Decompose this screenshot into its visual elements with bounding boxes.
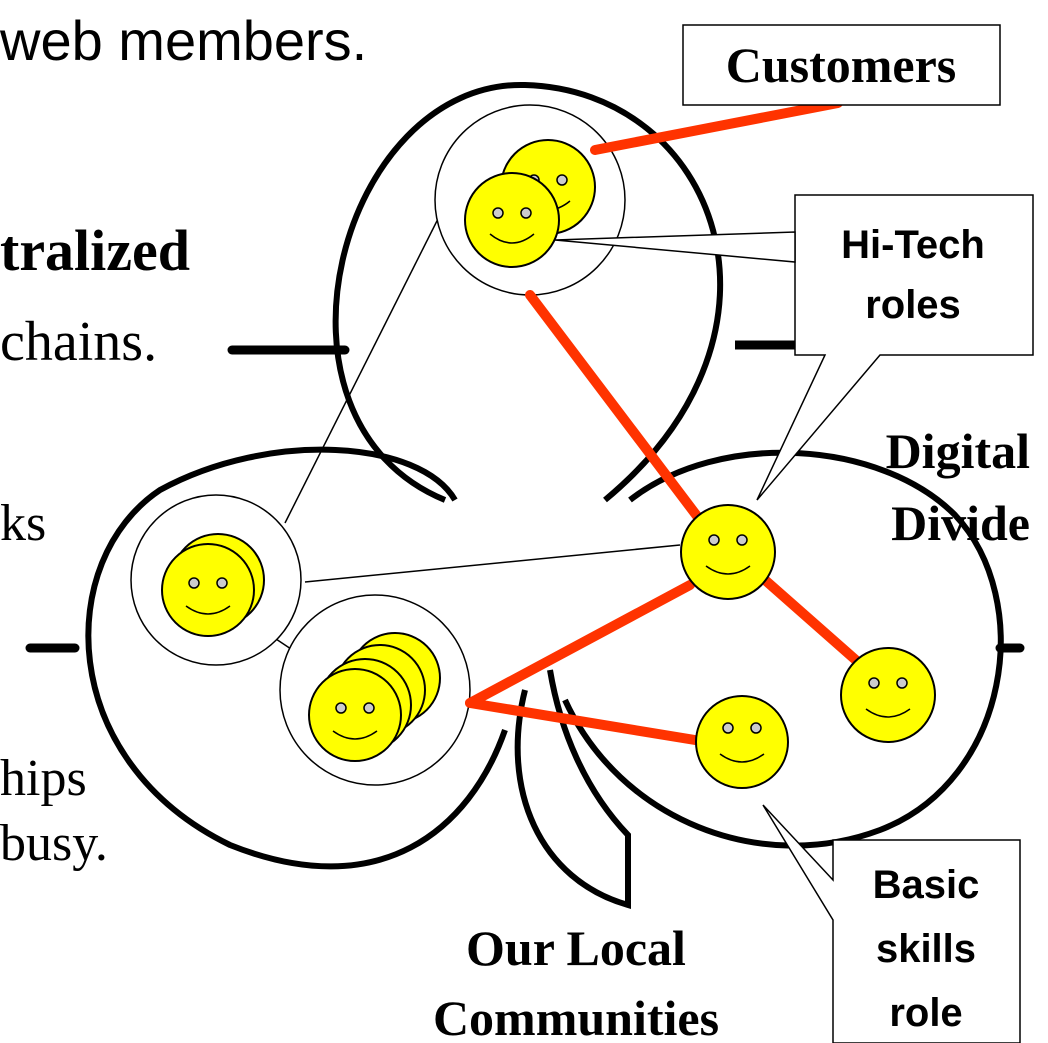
red-link-top-to-hub [525, 290, 705, 525]
communities-line2: Communities [433, 990, 719, 1043]
digital-divide-line1: Digital [886, 423, 1031, 479]
smiley-face-icon [161, 543, 255, 637]
smiley-face-icon-hub [680, 504, 776, 600]
fragment-tralized: tralized [0, 218, 190, 283]
digital-divide-line2: Divide [891, 495, 1030, 551]
red-link-hub-to-right [760, 575, 863, 667]
smiley-face-icon [695, 695, 789, 789]
communities-line1: Our Local [466, 920, 686, 976]
fragment-hips: hips [0, 750, 87, 807]
link-top-to-left [284, 194, 451, 524]
fragment-busy: busy. [0, 815, 108, 872]
link-left-to-center [304, 544, 681, 583]
shamrock-stem [514, 669, 631, 909]
basic-skills-callout: Basic skills role [762, 804, 1021, 1043]
leaf-top [332, 81, 724, 503]
red-links [465, 98, 863, 745]
red-link-customers [590, 98, 843, 155]
red-link-cluster-to-basic [465, 698, 700, 745]
hitech-label-line2: roles [865, 283, 961, 327]
leaf-right [562, 449, 1004, 849]
fragment-chains: chains. [0, 311, 157, 373]
hitech-label-line1: Hi-Tech [841, 223, 985, 267]
basic-label-line2: skills [876, 927, 976, 971]
red-link-hub-to-cluster [465, 580, 695, 708]
hitech-callout: Hi-Tech roles [554, 194, 1034, 501]
basic-label-line3: role [889, 991, 962, 1035]
fragment-web-members: web members. [0, 9, 367, 72]
smiley-face-icon [464, 172, 560, 268]
smiley-faces [161, 139, 936, 789]
customers-callout: Customers [682, 24, 1001, 106]
leaf-left [85, 446, 508, 870]
customers-label: Customers [726, 37, 957, 93]
basic-label-line1: Basic [873, 863, 980, 907]
smiley-face-icon [840, 647, 936, 743]
smiley-face-icon [308, 668, 402, 762]
fragment-ks: ks [0, 495, 46, 552]
